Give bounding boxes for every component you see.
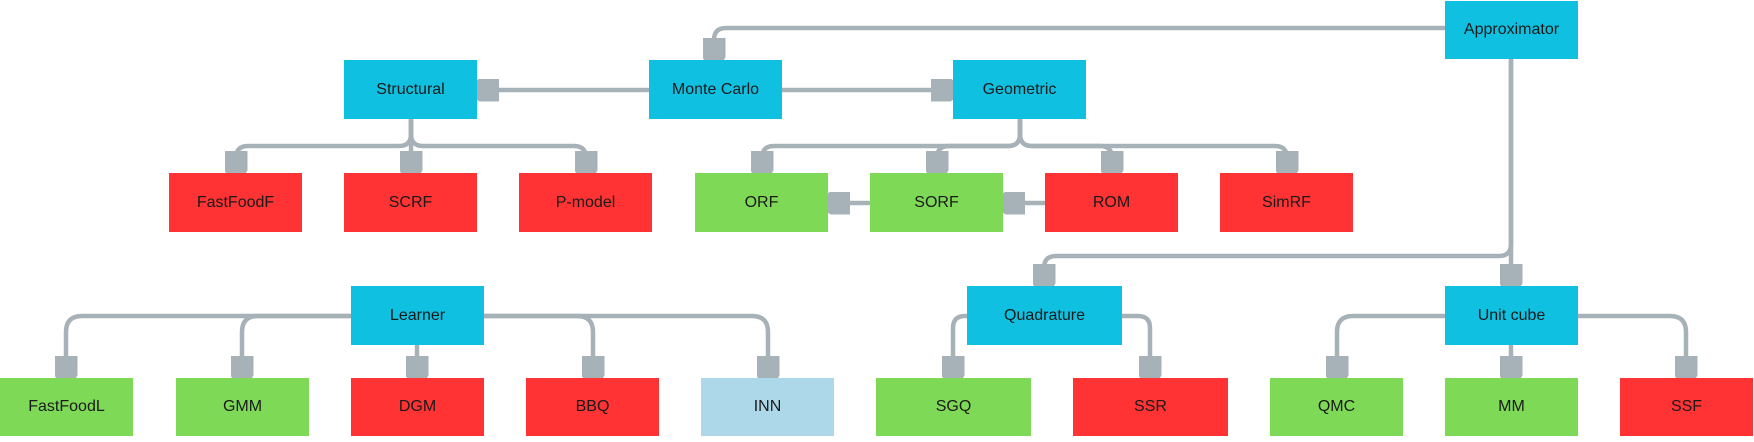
node-simrf[interactable]: SimRF <box>1220 173 1353 232</box>
node-learner[interactable]: Learner <box>351 286 484 345</box>
node-unit-cube[interactable]: Unit cube <box>1445 286 1578 345</box>
node-bbq[interactable]: BBQ <box>526 378 659 436</box>
node-scrf[interactable]: SCRF <box>344 173 477 232</box>
connector-learner-to-gmm <box>242 313 353 375</box>
connector-approximator-to-quadrature <box>1044 57 1514 283</box>
node-dgm[interactable]: DGM <box>351 378 484 436</box>
node-approximator[interactable]: Approximator <box>1445 1 1578 59</box>
node-orf[interactable]: ORF <box>695 173 828 232</box>
node-quadrature[interactable]: Quadrature <box>967 286 1122 345</box>
node-mm[interactable]: MM <box>1445 378 1578 436</box>
node-inn[interactable]: INN <box>701 378 834 436</box>
node-fastfoodl[interactable]: FastFoodL <box>0 378 133 436</box>
connector-quadrature-to-sgq <box>953 313 969 375</box>
node-ssr[interactable]: SSR <box>1073 378 1228 436</box>
connector-learner-to-inn <box>482 313 768 375</box>
node-fastfoodf[interactable]: FastFoodF <box>169 173 302 232</box>
node-ssf[interactable]: SSF <box>1620 378 1753 436</box>
node-geometric[interactable]: Geometric <box>953 60 1086 119</box>
node-rom[interactable]: ROM <box>1045 173 1178 232</box>
node-p-model[interactable]: P-model <box>519 173 652 232</box>
node-sgq[interactable]: SGQ <box>876 378 1031 436</box>
connector-learner-to-bbq <box>482 313 593 375</box>
node-sorf[interactable]: SORF <box>870 173 1003 232</box>
connector-unit-cube-to-qmc <box>1337 313 1447 375</box>
node-monte-carlo[interactable]: Monte Carlo <box>649 60 782 119</box>
connector-quadrature-to-ssr <box>1120 313 1150 375</box>
node-qmc[interactable]: QMC <box>1270 378 1403 436</box>
connector-learner-to-fastfoodl <box>66 313 353 375</box>
node-gmm[interactable]: GMM <box>176 378 309 436</box>
connector-geometric-to-simrf <box>1017 117 1287 170</box>
connector-unit-cube-to-ssf <box>1576 313 1686 375</box>
node-structural[interactable]: Structural <box>344 60 477 119</box>
connector-structural-to-p-model <box>408 117 586 170</box>
connector-geometric-to-sorf <box>937 117 1023 170</box>
connector-approximator-to-monte-carlo <box>714 25 1447 57</box>
connector-structural-to-fastfoodf <box>236 117 414 170</box>
